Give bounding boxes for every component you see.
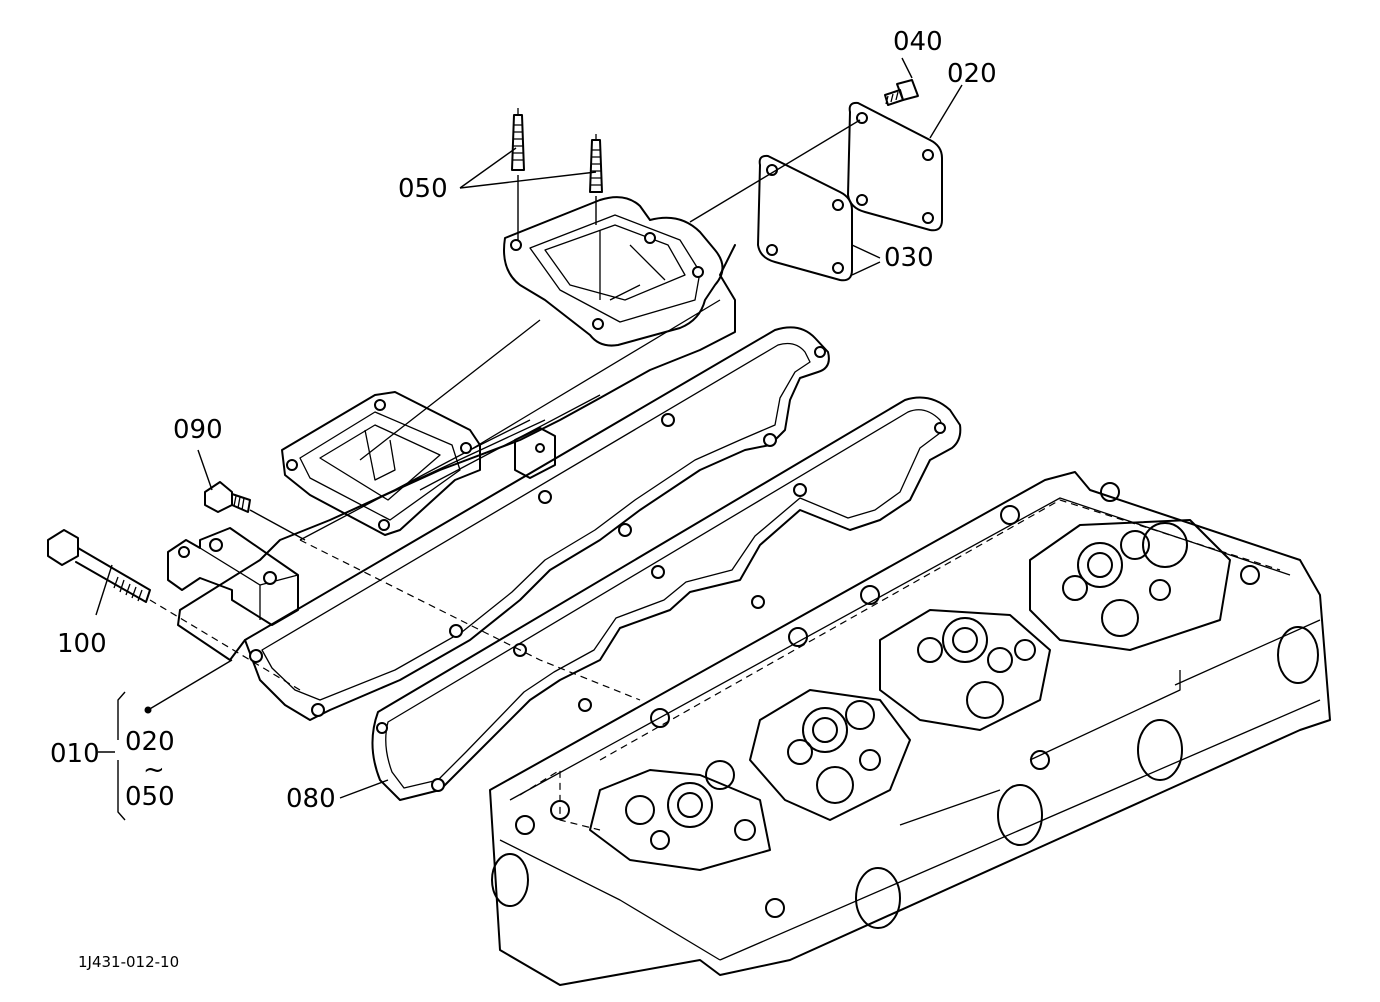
stud-050-left (511, 108, 525, 171)
part-labels: 040 020 050 030 090 100 010 020 ~ 050 08… (50, 27, 997, 971)
label-080: 080 (286, 784, 336, 814)
bolt-090 (204, 481, 251, 513)
label-040: 040 (893, 27, 943, 57)
gasket-030 (757, 154, 853, 282)
label-100: 100 (57, 629, 107, 659)
label-090: 090 (173, 415, 223, 445)
diagram-reference-number: 1J431-012-10 (78, 953, 179, 971)
gasket-080 (371, 396, 962, 801)
cover-plate-020 (847, 101, 943, 232)
valve-cluster-3 (879, 609, 1051, 731)
stud-050-right (589, 134, 603, 193)
bolt-100 (47, 529, 151, 603)
label-range-tilde: ~ (143, 755, 165, 785)
label-050-group: 050 (125, 782, 175, 812)
label-050: 050 (398, 174, 448, 204)
callout-leaders (95, 57, 963, 821)
label-030: 030 (884, 243, 934, 273)
cylinder-head (489, 471, 1331, 986)
intake-manifold (167, 196, 830, 721)
assembly-lines (149, 119, 881, 701)
label-010: 010 (50, 739, 100, 769)
valve-cluster-1 (589, 760, 771, 871)
valve-cluster-2 (749, 689, 911, 821)
valve-cluster-4 (1029, 519, 1231, 651)
bolt-040 (884, 79, 919, 106)
label-020-group: 020 (125, 727, 175, 757)
label-020: 020 (947, 59, 997, 89)
